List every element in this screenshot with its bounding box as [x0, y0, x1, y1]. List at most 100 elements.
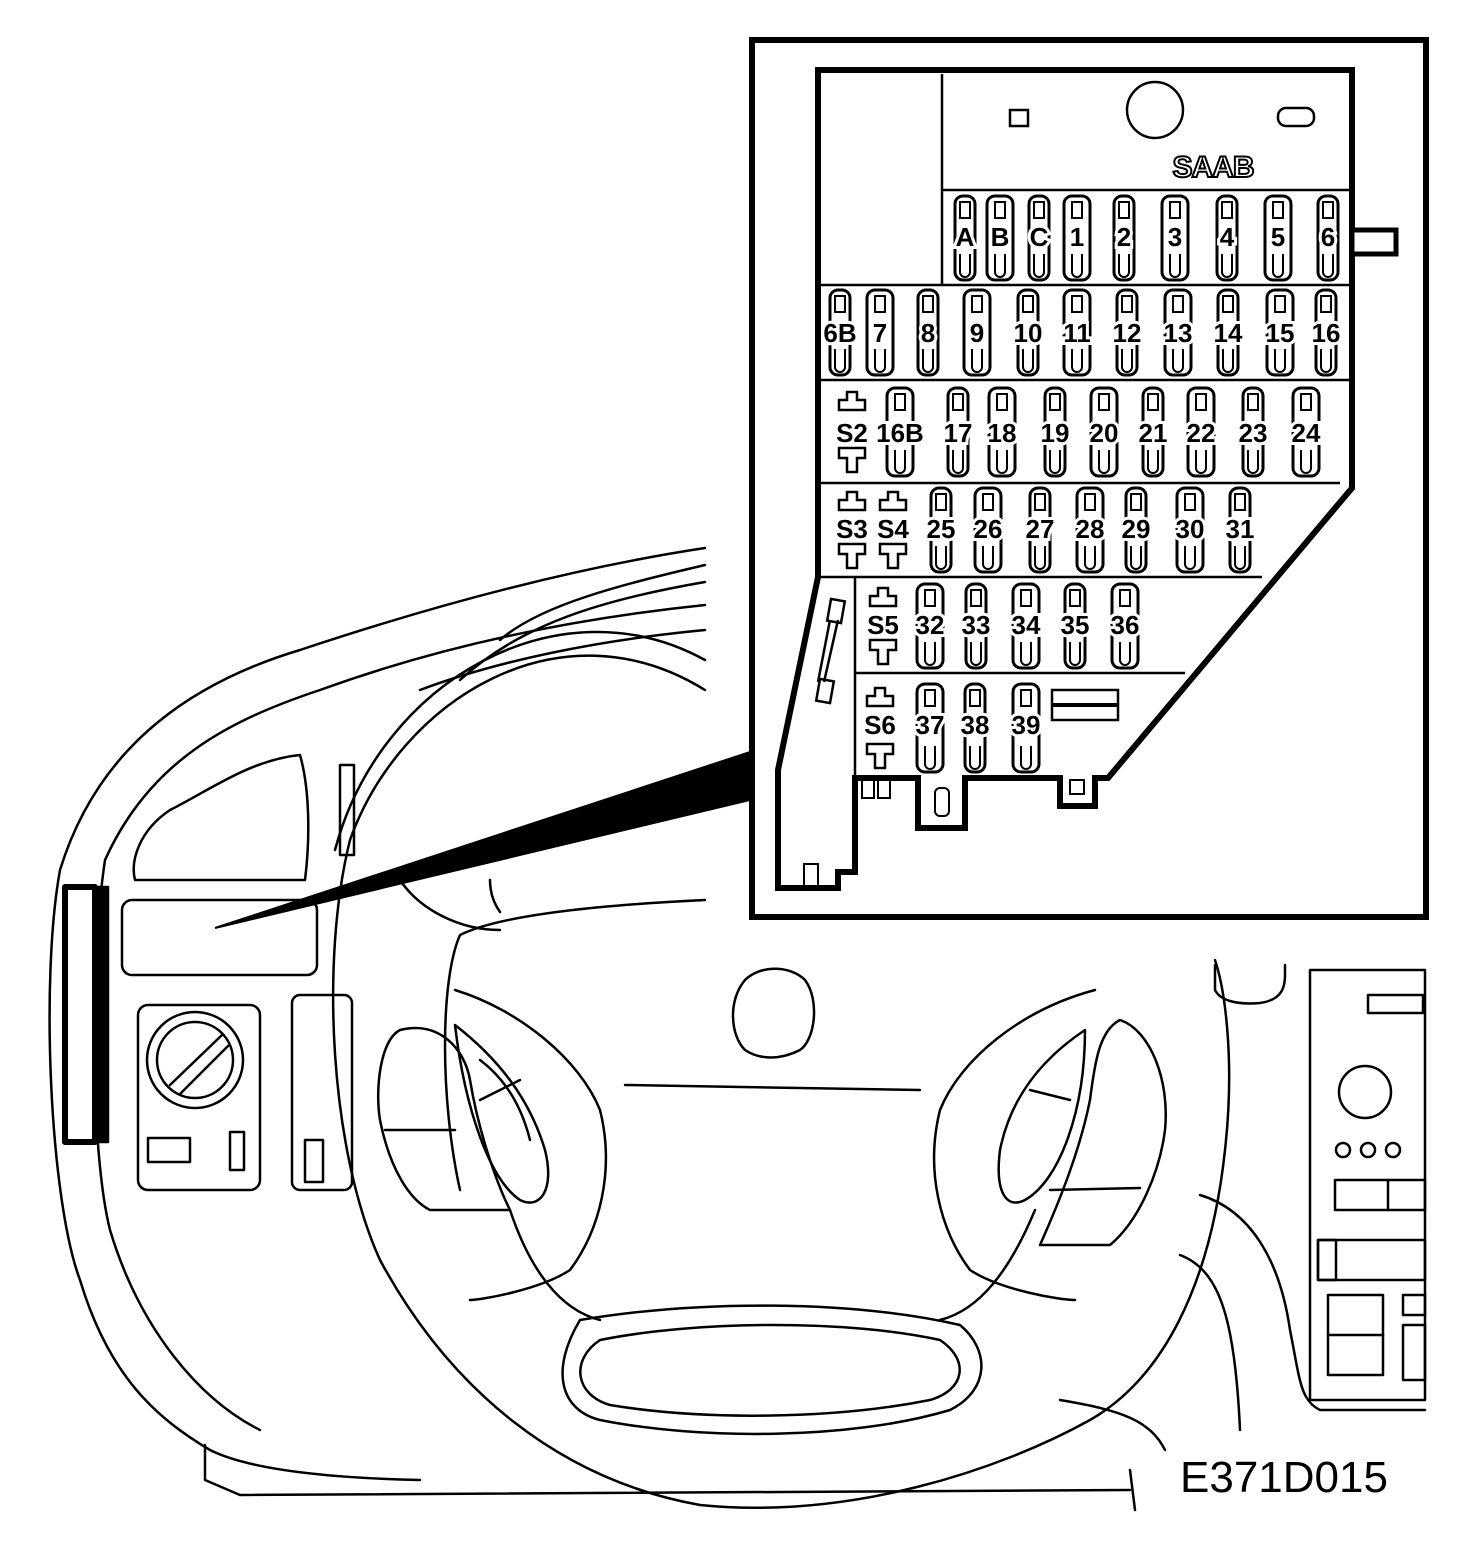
fuse-slot-b: B	[985, 194, 1015, 282]
fuse-slot-29: 29	[1119, 486, 1153, 574]
fuse-body	[1263, 194, 1293, 282]
fuse-slot-s4: S4	[874, 490, 912, 570]
fuse-slot-25: 25	[924, 486, 958, 574]
fuse-body	[1186, 386, 1216, 478]
fuse-slot-24: 24	[1289, 386, 1324, 478]
fuse-body	[885, 386, 915, 478]
fuse-label: 14	[1214, 318, 1243, 348]
fuse-slot-2: 2	[1112, 194, 1136, 282]
fuse-slot-c: C	[1027, 194, 1052, 282]
fuse-label: 11	[1063, 318, 1091, 348]
fuse-label: 1	[1070, 222, 1084, 252]
fuse-label: 5	[1271, 222, 1285, 252]
fuse-slot-5: 5	[1263, 194, 1293, 282]
fuse-slot-3: 3	[1160, 194, 1190, 282]
fuse-label: 4	[1220, 222, 1235, 252]
fuse-body	[1160, 194, 1190, 282]
fuse-body	[1089, 386, 1119, 478]
fuse-slot-16: 16	[1309, 288, 1343, 377]
fuse-slot-4: 4	[1215, 194, 1239, 282]
fuse-body	[973, 486, 1003, 574]
fuse-label: 30	[1176, 514, 1205, 544]
fuse-body	[1075, 486, 1105, 574]
fuse-slot-35: 35	[1058, 582, 1092, 670]
fuse-slot-36: 36	[1108, 582, 1142, 670]
fuse-label: 33	[962, 610, 991, 640]
fuse-label: 38	[961, 710, 990, 740]
fuse-body	[1291, 386, 1321, 478]
fuse-body	[1063, 582, 1087, 670]
fuse-label: 18	[988, 418, 1017, 448]
fuse-label: 20	[1090, 418, 1119, 448]
fuse-body	[985, 194, 1015, 282]
fuse-label: 10	[1014, 318, 1043, 348]
fuse-label: 8	[921, 318, 935, 348]
fuse-label: 12	[1113, 318, 1142, 348]
s6-switch-symbol	[865, 686, 895, 770]
fuse-slot-17: 17	[941, 386, 975, 478]
fuse-label: 6	[1321, 222, 1335, 252]
fuse-label: 24	[1292, 418, 1321, 448]
fuse-body	[1163, 288, 1193, 377]
fuse-label: 16B	[876, 418, 924, 448]
fuse-body	[1175, 486, 1205, 574]
fuse-slot-s6: S6	[861, 686, 899, 770]
fuse-slot-9: 9	[962, 288, 992, 377]
fuse-body	[1062, 288, 1092, 377]
fuse-body	[929, 486, 953, 574]
fuse-body	[1115, 288, 1139, 377]
fuse-body	[1141, 386, 1165, 478]
fuse-slot-18: 18	[985, 386, 1019, 478]
fuse-body	[1110, 582, 1140, 670]
dashboard-drawing	[48, 546, 1427, 1512]
fuse-label: S5	[867, 610, 899, 640]
fuse-body	[946, 386, 970, 478]
fuse-label: 39	[1012, 710, 1041, 740]
fuse-slot-12: 12	[1110, 288, 1144, 377]
fuse-slot-13: 13	[1161, 288, 1195, 377]
fuse-body	[1062, 194, 1092, 282]
s2-switch-symbol	[837, 390, 867, 474]
fuse-slot-19: 19	[1038, 386, 1072, 478]
fuse-label: 36	[1111, 610, 1140, 640]
fuse-slot-20: 20	[1087, 386, 1121, 478]
fuse-slot-38: 38	[958, 682, 992, 774]
fuse-label: 22	[1187, 418, 1216, 448]
fuse-label: 35	[1061, 610, 1090, 640]
fuse-label: 7	[873, 318, 887, 348]
fuse-body	[962, 288, 992, 377]
fuse-label: S3	[836, 514, 868, 544]
s3-switch-symbol	[837, 490, 867, 570]
fuse-slot-39: 39	[1009, 682, 1043, 774]
fuse-body	[916, 288, 940, 377]
fuse-body	[1265, 288, 1295, 377]
fuse-body	[915, 682, 945, 774]
fuse-body	[1228, 486, 1252, 574]
fuse-body	[1241, 386, 1265, 478]
fuse-body	[1016, 288, 1040, 377]
fuse-label: 31	[1226, 514, 1255, 544]
fuse-label: S6	[864, 710, 896, 740]
fuse-slot-8: 8	[916, 288, 940, 377]
fuse-label: B	[991, 222, 1010, 252]
fuse-slot-32: 32	[913, 582, 947, 670]
fuse-slot-15: 15	[1263, 288, 1297, 377]
fuse-body	[915, 582, 945, 670]
fuse-slot-26: 26	[971, 486, 1005, 574]
fuse-label: 25	[927, 514, 956, 544]
fuse-body	[987, 386, 1017, 478]
fuse-slot-28: 28	[1073, 486, 1107, 574]
fuse-slot-s2: S2	[833, 390, 871, 474]
fuse-slot-31: 31	[1223, 486, 1257, 574]
fuse-slot-s3: S3	[833, 490, 871, 570]
fuse-label: S2	[836, 418, 868, 448]
fuse-label: 34	[1012, 610, 1041, 640]
s5-switch-symbol	[868, 586, 898, 666]
fuse-label: 17	[944, 418, 973, 448]
fuse-body	[1011, 682, 1041, 774]
fuse-slot-23: 23	[1236, 386, 1270, 478]
fuse-label: A	[956, 222, 975, 252]
fuse-slot-22: 22	[1184, 386, 1218, 478]
